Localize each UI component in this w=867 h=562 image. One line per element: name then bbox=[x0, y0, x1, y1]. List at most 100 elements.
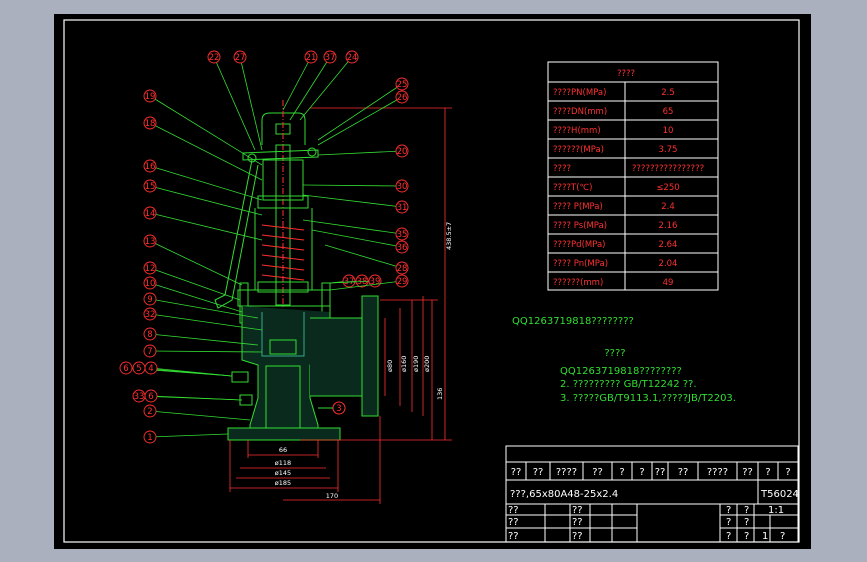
svg-text:29: 29 bbox=[397, 277, 408, 287]
svg-text:38: 38 bbox=[357, 277, 368, 287]
spec-param: ????DN(mm) bbox=[553, 107, 607, 117]
svg-text:19: 19 bbox=[145, 92, 156, 102]
svg-text:37: 37 bbox=[325, 53, 336, 63]
dim-bottom-label: ø118 bbox=[275, 459, 291, 467]
title-block-header-cell: ? bbox=[639, 467, 644, 478]
callout-9: 9 bbox=[143, 292, 259, 319]
dim-flange-label: ø200 bbox=[423, 356, 431, 372]
title-block-header-cell: ???? bbox=[707, 467, 728, 478]
title-block-header-cell: ? bbox=[619, 467, 624, 478]
callout-31: 31 bbox=[302, 194, 409, 214]
svg-text:32: 32 bbox=[145, 310, 156, 320]
spec-value: 2.4 bbox=[661, 202, 675, 212]
title-block-cell: ?? bbox=[508, 505, 519, 516]
callout-28: 28 bbox=[324, 244, 409, 275]
callout-29: 29 bbox=[329, 274, 409, 291]
part-name: ???,65x80A48-25x2.4 bbox=[510, 489, 618, 500]
callout-30: 30 bbox=[302, 179, 409, 193]
spec-param: ???? bbox=[553, 164, 571, 174]
callout-7: 7 bbox=[143, 344, 263, 358]
title-block-header-cell: ?? bbox=[678, 467, 689, 478]
requirement-1: QQ1263719818???????? bbox=[560, 366, 682, 377]
requirements-title: ???? bbox=[604, 348, 625, 359]
title-block-cell: ? bbox=[780, 531, 785, 542]
svg-text:25: 25 bbox=[397, 80, 408, 90]
callout-32: 32 bbox=[143, 307, 263, 331]
inlet-flange bbox=[227, 427, 341, 441]
callout-18: 18 bbox=[143, 116, 263, 181]
spec-param: ??????(mm) bbox=[553, 278, 603, 288]
callout-body: 3 bbox=[318, 401, 346, 415]
title-block-cell: ?? bbox=[508, 531, 519, 542]
valve-stem bbox=[275, 144, 291, 306]
callout-27: 27 bbox=[233, 50, 263, 151]
spec-table-header: ???? bbox=[617, 69, 635, 79]
spec-value: 65 bbox=[663, 107, 674, 117]
spec-table: ???? ????PN(MPa)2.5????DN(mm)65????H(mm)… bbox=[547, 61, 719, 291]
callout-22: 22 bbox=[207, 50, 256, 151]
drawing-number: T56024 bbox=[760, 489, 799, 500]
svg-text:18: 18 bbox=[145, 119, 156, 129]
callout-4: 4 bbox=[144, 361, 233, 377]
dim-bottom-label: 170 bbox=[326, 492, 338, 500]
title-block-cell: ? bbox=[744, 531, 749, 542]
callout-24: 24 bbox=[299, 50, 359, 121]
callout-35: 35 bbox=[302, 219, 409, 241]
spec-param: ???? P(MPa) bbox=[553, 202, 603, 212]
svg-text:26: 26 bbox=[397, 93, 408, 103]
spec-value: 10 bbox=[663, 126, 674, 136]
svg-text:6: 6 bbox=[148, 392, 153, 402]
spec-param: ????PN(MPa) bbox=[553, 88, 606, 98]
callout-20: 20 bbox=[317, 144, 409, 158]
callout-2: 2 bbox=[143, 404, 251, 421]
spec-value: 2.64 bbox=[659, 240, 678, 250]
callout-25: 25 bbox=[317, 77, 409, 141]
callout-12: 12 bbox=[143, 261, 241, 301]
title-block-header-cell: ?? bbox=[511, 467, 522, 478]
title-block-cell: ? bbox=[744, 505, 749, 516]
sheet-border bbox=[63, 19, 800, 543]
title-block-header-cell: ? bbox=[765, 467, 770, 478]
dim-flange-label: ø190 bbox=[412, 356, 420, 372]
title-block-cell: ? bbox=[726, 531, 731, 542]
drawing-viewport[interactable] bbox=[54, 14, 811, 549]
callout-16: 16 bbox=[143, 159, 263, 201]
spec-param: ??????(MPa) bbox=[553, 145, 604, 155]
requirement-2: 2. ????????? GB/T12242 ??. bbox=[560, 379, 697, 390]
dimensions bbox=[229, 107, 452, 504]
spec-value: 2.16 bbox=[659, 221, 678, 231]
title-block-cell: ?? bbox=[572, 505, 583, 516]
svg-text:14: 14 bbox=[145, 209, 156, 219]
spec-param: ???? Pn(MPa) bbox=[553, 259, 608, 269]
spring-seat-lower bbox=[257, 281, 309, 293]
callout-15: 15 bbox=[143, 179, 263, 216]
callout-37: 37 bbox=[289, 50, 337, 121]
svg-text:21: 21 bbox=[306, 53, 317, 63]
svg-text:1: 1 bbox=[147, 433, 152, 443]
callout-10: 10 bbox=[143, 276, 243, 313]
svg-text:22: 22 bbox=[209, 53, 220, 63]
bonnet-upper bbox=[262, 159, 304, 201]
spec-value: ???????????????? bbox=[632, 164, 704, 174]
title-block-cell: ? bbox=[726, 505, 731, 516]
title-block-cell: ?? bbox=[508, 517, 519, 528]
svg-text:39: 39 bbox=[370, 277, 381, 287]
svg-text:7: 7 bbox=[147, 347, 152, 357]
svg-text:9: 9 bbox=[147, 295, 152, 305]
callout-14: 14 bbox=[143, 206, 263, 241]
spec-value: 3.75 bbox=[659, 145, 678, 155]
technical-requirements: ???? QQ1263719818???????? 2. ????????? G… bbox=[560, 348, 736, 404]
callout-26: 26 bbox=[317, 90, 409, 146]
title-block-header-cell: ?? bbox=[533, 467, 544, 478]
valve-cap bbox=[261, 112, 306, 145]
title-block-cell: ?? bbox=[572, 517, 583, 528]
svg-text:36: 36 bbox=[397, 243, 408, 253]
spec-value: ≤250 bbox=[656, 183, 679, 193]
dim-flange-label: ø80 bbox=[386, 360, 394, 372]
dim-bottom-label: ø145 bbox=[275, 469, 291, 477]
svg-text:3: 3 bbox=[336, 404, 341, 414]
outlet-flange bbox=[361, 295, 379, 417]
callout-8: 8 bbox=[143, 327, 259, 346]
svg-text:15: 15 bbox=[145, 182, 156, 192]
title-block-cell: ?? bbox=[572, 531, 583, 542]
